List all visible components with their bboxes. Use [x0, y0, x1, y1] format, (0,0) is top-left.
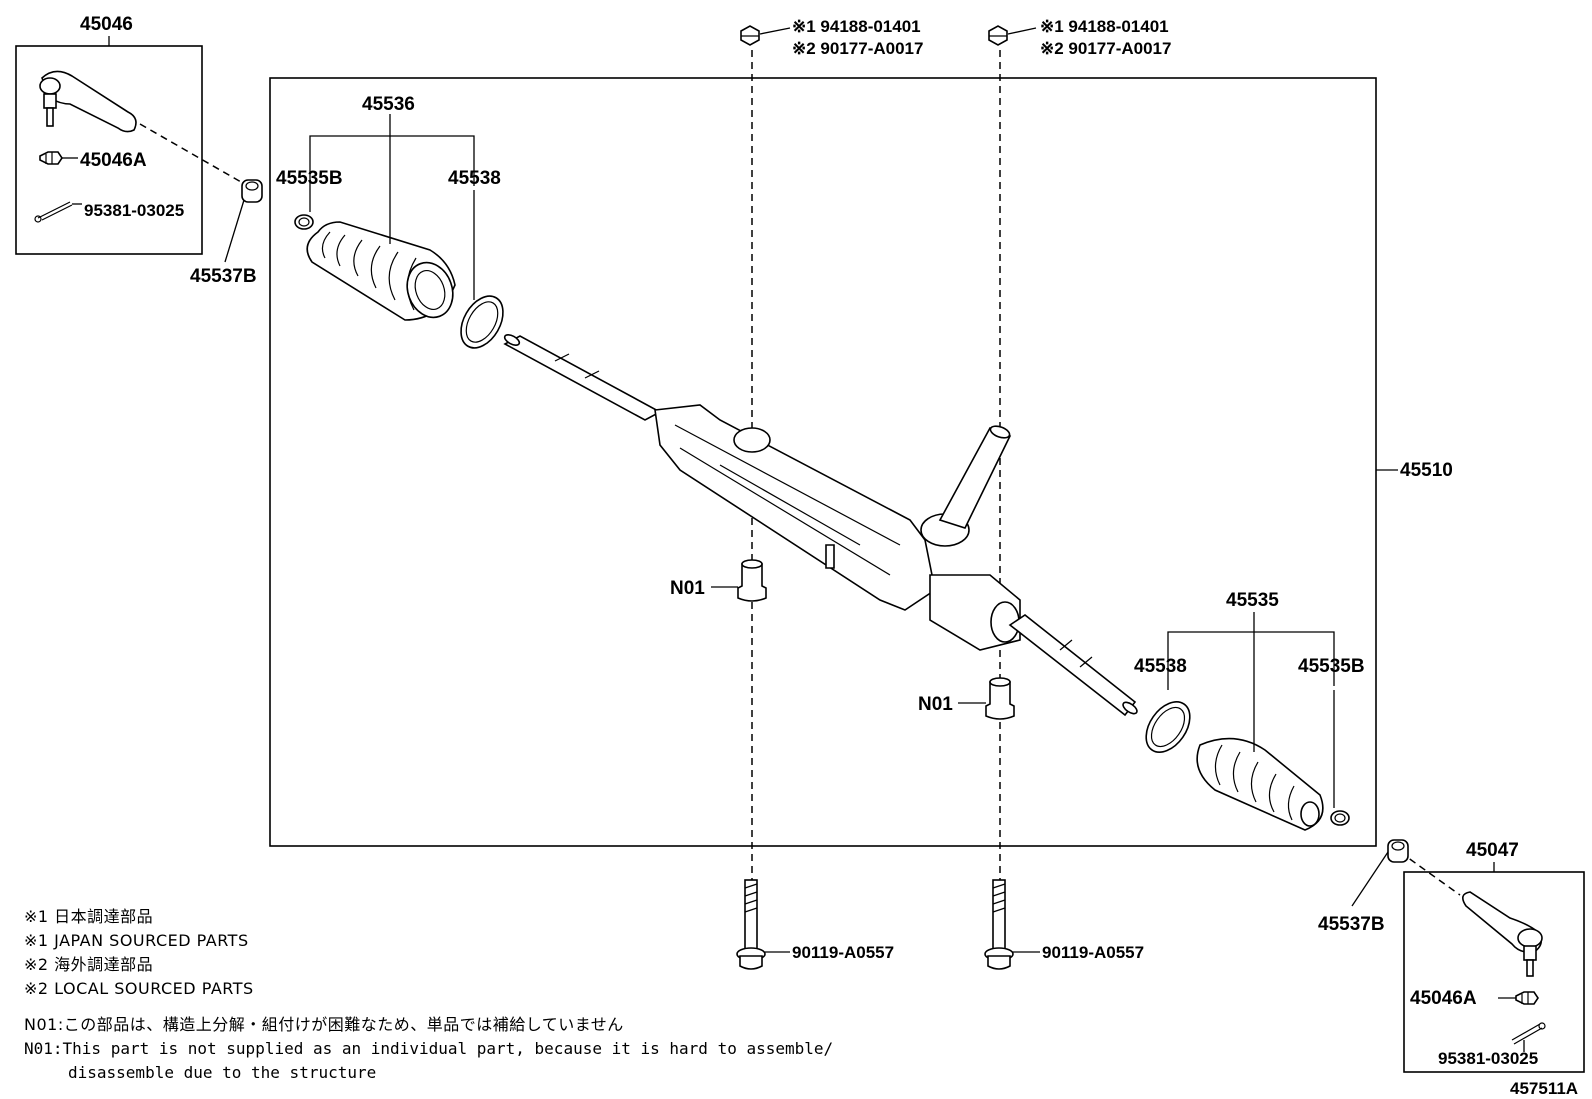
- label-45046a-left: 45046A: [80, 150, 147, 171]
- label-45537b-left: 45537B: [190, 266, 257, 287]
- note-line-5: N01:この部品は、構造上分解・組付けが困難なため、単品では補給していません: [24, 1015, 624, 1034]
- right-tie-rod-end: [1462, 891, 1543, 977]
- label-45535: 45535: [1226, 590, 1279, 611]
- leader-nut-top-right: [1007, 27, 1037, 35]
- left-dust-seal: [241, 179, 263, 203]
- right-boot-clip: [1330, 810, 1350, 826]
- label-45535b-right: 45535B: [1298, 656, 1365, 677]
- label-45537b-right: 45537B: [1318, 914, 1385, 935]
- right-cotter-pin: [1511, 1022, 1546, 1045]
- label-45047: 45047: [1466, 840, 1519, 861]
- top-left-nut: [740, 25, 760, 46]
- left-boot-clamp: [460, 295, 504, 349]
- left-tie-rod-end: [39, 70, 137, 133]
- left-boot: [306, 221, 456, 321]
- right-dust-seal: [1387, 839, 1409, 863]
- label-95381-left: 95381-03025: [84, 201, 184, 220]
- left-boot-clip: [294, 214, 314, 230]
- leader-nut-top-left: [759, 27, 791, 35]
- right-tie-rod-end-frame: [1403, 871, 1585, 1073]
- right-boot: [1196, 737, 1324, 831]
- note-line-2: ※1 JAPAN SOURCED PARTS: [24, 931, 249, 950]
- note-line-1: ※1 日本調達部品: [24, 907, 153, 926]
- steering-rack-assembly: [503, 334, 1138, 717]
- leader-45537b-left: [224, 199, 245, 263]
- left-bush-n01: [737, 559, 767, 602]
- right-tie-rod-axis: [1399, 851, 1461, 896]
- label-45535b-left: 45535B: [276, 168, 343, 189]
- label-45046: 45046: [80, 14, 133, 35]
- left-nut-45046a: [39, 151, 63, 165]
- label-bolt-right: 90119-A0557: [1042, 943, 1144, 962]
- leader-45537b-right: [1351, 851, 1389, 907]
- note-line-7: disassemble due to the structure: [68, 1063, 376, 1082]
- bottom-right-bolt: [984, 879, 1014, 970]
- left-cotter-pin: [34, 201, 73, 223]
- label-n01-right: N01: [918, 694, 953, 715]
- leader-45536-b: [390, 135, 475, 186]
- label-nut-top-left-1: ※1 94188-01401: [792, 17, 921, 36]
- right-nut-45046a: [1515, 991, 1539, 1005]
- label-n01-left: N01: [670, 578, 705, 599]
- label-diagram-id: 457511A: [1510, 1079, 1578, 1098]
- label-45046a-right: 45046A: [1410, 988, 1477, 1009]
- label-45536: 45536: [362, 94, 415, 115]
- bottom-left-bolt: [736, 879, 766, 970]
- label-nut-top-left-2: ※2 90177-A0017: [792, 39, 923, 58]
- leader-45535: [1167, 612, 1255, 690]
- right-bush-n01: [985, 677, 1015, 720]
- left-tie-rod-axis: [139, 123, 249, 187]
- leader-45535-b: [1254, 631, 1335, 686]
- label-45538-right: 45538: [1134, 656, 1187, 677]
- right-boot-clamp: [1145, 701, 1191, 753]
- note-line-6: N01:This part is not supplied as an indi…: [24, 1039, 833, 1058]
- note-line-4: ※2 LOCAL SOURCED PARTS: [24, 979, 254, 998]
- label-bolt-left: 90119-A0557: [792, 943, 894, 962]
- label-95381-right: 95381-03025: [1438, 1049, 1538, 1068]
- top-right-nut: [988, 25, 1008, 46]
- label-nut-top-right-1: ※1 94188-01401: [1040, 17, 1169, 36]
- leader-45536: [309, 114, 391, 212]
- label-45510: 45510: [1400, 460, 1453, 481]
- label-45538-left: 45538: [448, 168, 501, 189]
- note-line-3: ※2 海外調達部品: [24, 955, 153, 974]
- label-nut-top-right-2: ※2 90177-A0017: [1040, 39, 1171, 58]
- main-assembly-frame: [269, 77, 1377, 847]
